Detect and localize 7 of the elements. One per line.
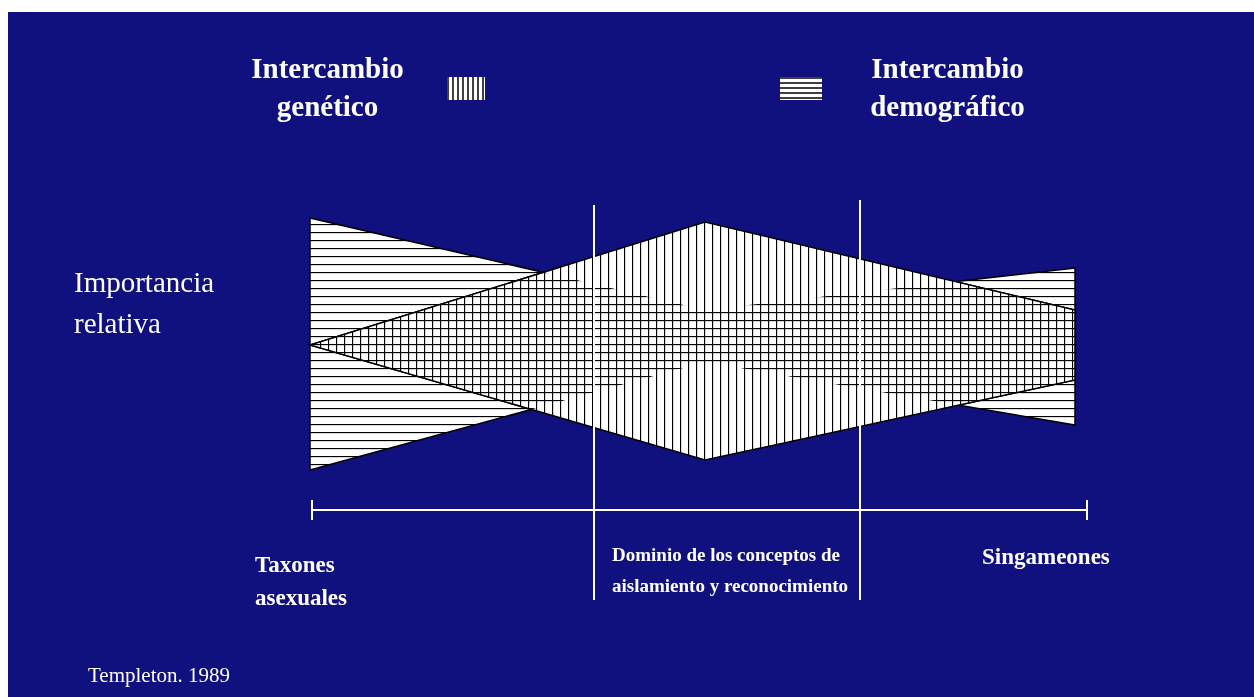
source-note: Templeton. 1989 (88, 663, 231, 689)
legend-label: Intercambio demográfico (869, 51, 1026, 124)
axis-label: Importancia relativa (74, 265, 216, 341)
category-label: Dominio de los conceptos de aislamiento y reconocimiento (612, 543, 850, 598)
category-label: Singameones (982, 543, 1111, 571)
category-label: Taxones asexuales (255, 551, 348, 613)
legend-label: Intercambio genético (250, 51, 405, 124)
